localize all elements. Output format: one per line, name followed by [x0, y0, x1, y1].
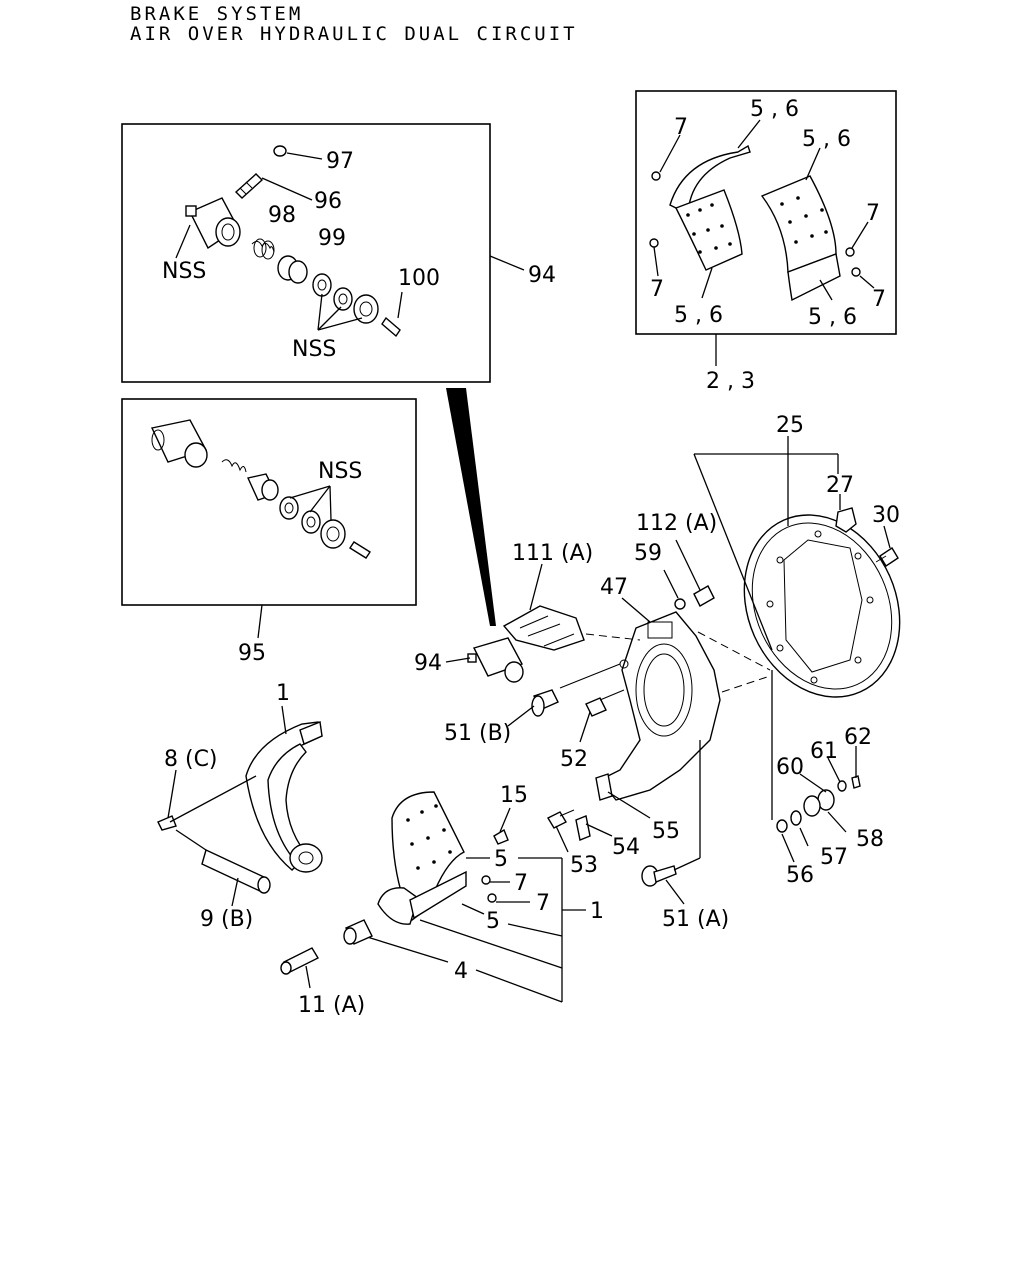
label-5-6-bottom-right: 5 , 6 [808, 305, 857, 330]
label-nss-cylinder: NSS [162, 259, 206, 284]
label-59: 59 [634, 541, 662, 566]
label-5-6-right-top: 5 , 6 [802, 127, 851, 152]
kit-95-box [121, 398, 417, 606]
spring-9b [201, 849, 271, 894]
label-95: 95 [238, 641, 266, 666]
pin-15 [493, 828, 509, 845]
kit-pointer-arrow [446, 388, 496, 626]
label-27: 27 [826, 473, 854, 498]
label-51a: 51 (A) [662, 907, 729, 932]
label-1-right: 1 [590, 899, 604, 924]
label-8c: 8 (C) [164, 747, 218, 772]
label-111a: 111 (A) [512, 541, 593, 566]
title-line-2: AIR OVER HYDRAULIC DUAL CIRCUIT [130, 23, 578, 45]
label-25: 25 [776, 413, 804, 438]
label-51b: 51 (B) [444, 721, 511, 746]
wheel-cylinder-kit-box [121, 123, 491, 383]
bolt-30 [875, 547, 899, 567]
rivet-7-upper [481, 875, 491, 885]
label-53: 53 [570, 853, 598, 878]
assembly-line-1 [585, 633, 641, 641]
wheel-cylinder-94 [467, 637, 524, 683]
label-94-kit: 94 [528, 263, 556, 288]
plate-54 [575, 815, 591, 841]
label-9b: 9 (B) [200, 907, 253, 932]
label-4: 4 [454, 959, 468, 984]
bracket-55 [595, 773, 613, 801]
label-47: 47 [600, 575, 628, 600]
pin-51b [531, 689, 559, 717]
brake-shoe-set-parts [649, 144, 861, 302]
brake-shoe-lining [377, 791, 467, 925]
label-11a: 11 (A) [298, 993, 365, 1018]
label-7-top-left: 7 [674, 115, 688, 140]
label-5-6-bottom-left: 5 , 6 [674, 303, 723, 328]
label-62: 62 [844, 725, 872, 750]
assembly-line-4 [559, 663, 621, 689]
bolt-52 [585, 689, 625, 717]
backing-plate-47 [598, 611, 721, 801]
label-30: 30 [872, 503, 900, 528]
label-60: 60 [776, 755, 804, 780]
label-nss-seals: NSS [292, 337, 336, 362]
label-7-upper: 7 [514, 871, 528, 896]
title-line-1: BRAKE SYSTEM [130, 3, 304, 25]
label-7-lower: 7 [536, 891, 550, 916]
clip-27 [835, 507, 857, 533]
label-57: 57 [820, 845, 848, 870]
bolt-53 [547, 809, 575, 829]
adjuster-parts [776, 775, 861, 833]
label-15: 15 [500, 783, 528, 808]
diagram-title: BRAKE SYSTEM AIR OVER HYDRAULIC DUAL CIR… [130, 4, 578, 44]
rivet-7-lower [487, 893, 497, 903]
label-54: 54 [612, 835, 640, 860]
pin-8c [157, 815, 177, 831]
label-99: 99 [318, 226, 346, 251]
pin-51a [641, 865, 677, 887]
label-52: 52 [560, 747, 588, 772]
label-58: 58 [856, 827, 884, 852]
label-96: 96 [314, 189, 342, 214]
label-61: 61 [810, 739, 838, 764]
dust-cover-25 [743, 514, 901, 698]
label-2-3: 2 , 3 [706, 369, 755, 394]
assembly-line-2 [697, 631, 771, 671]
label-5-lower: 5 [486, 909, 500, 934]
wheel-cylinder-94-parts [185, 145, 401, 338]
washer-59 [674, 598, 686, 610]
label-94-cylinder: 94 [414, 651, 442, 676]
label-112a: 112 (A) [636, 511, 717, 536]
bolt-112a [693, 585, 715, 607]
label-7-left-lower: 7 [650, 277, 664, 302]
label-5-6-top: 5 , 6 [750, 97, 799, 122]
kit-95-parts [150, 419, 371, 559]
label-100: 100 [398, 266, 440, 291]
label-5-upper: 5 [494, 847, 508, 872]
label-7-right-upper: 7 [866, 201, 880, 226]
brake-shoe-kit-box [635, 90, 897, 335]
label-nss-95: NSS [318, 459, 362, 484]
label-98: 98 [268, 203, 296, 228]
label-55: 55 [652, 819, 680, 844]
label-7-right-lower: 7 [872, 287, 886, 312]
clip-111a [502, 605, 585, 651]
label-97: 97 [326, 149, 354, 174]
label-56: 56 [786, 863, 814, 888]
roller-4 [343, 919, 373, 945]
pin-11a [280, 947, 319, 975]
assembly-line-3 [721, 675, 771, 693]
brake-shoe-1 [245, 721, 323, 873]
label-1-top: 1 [276, 681, 290, 706]
